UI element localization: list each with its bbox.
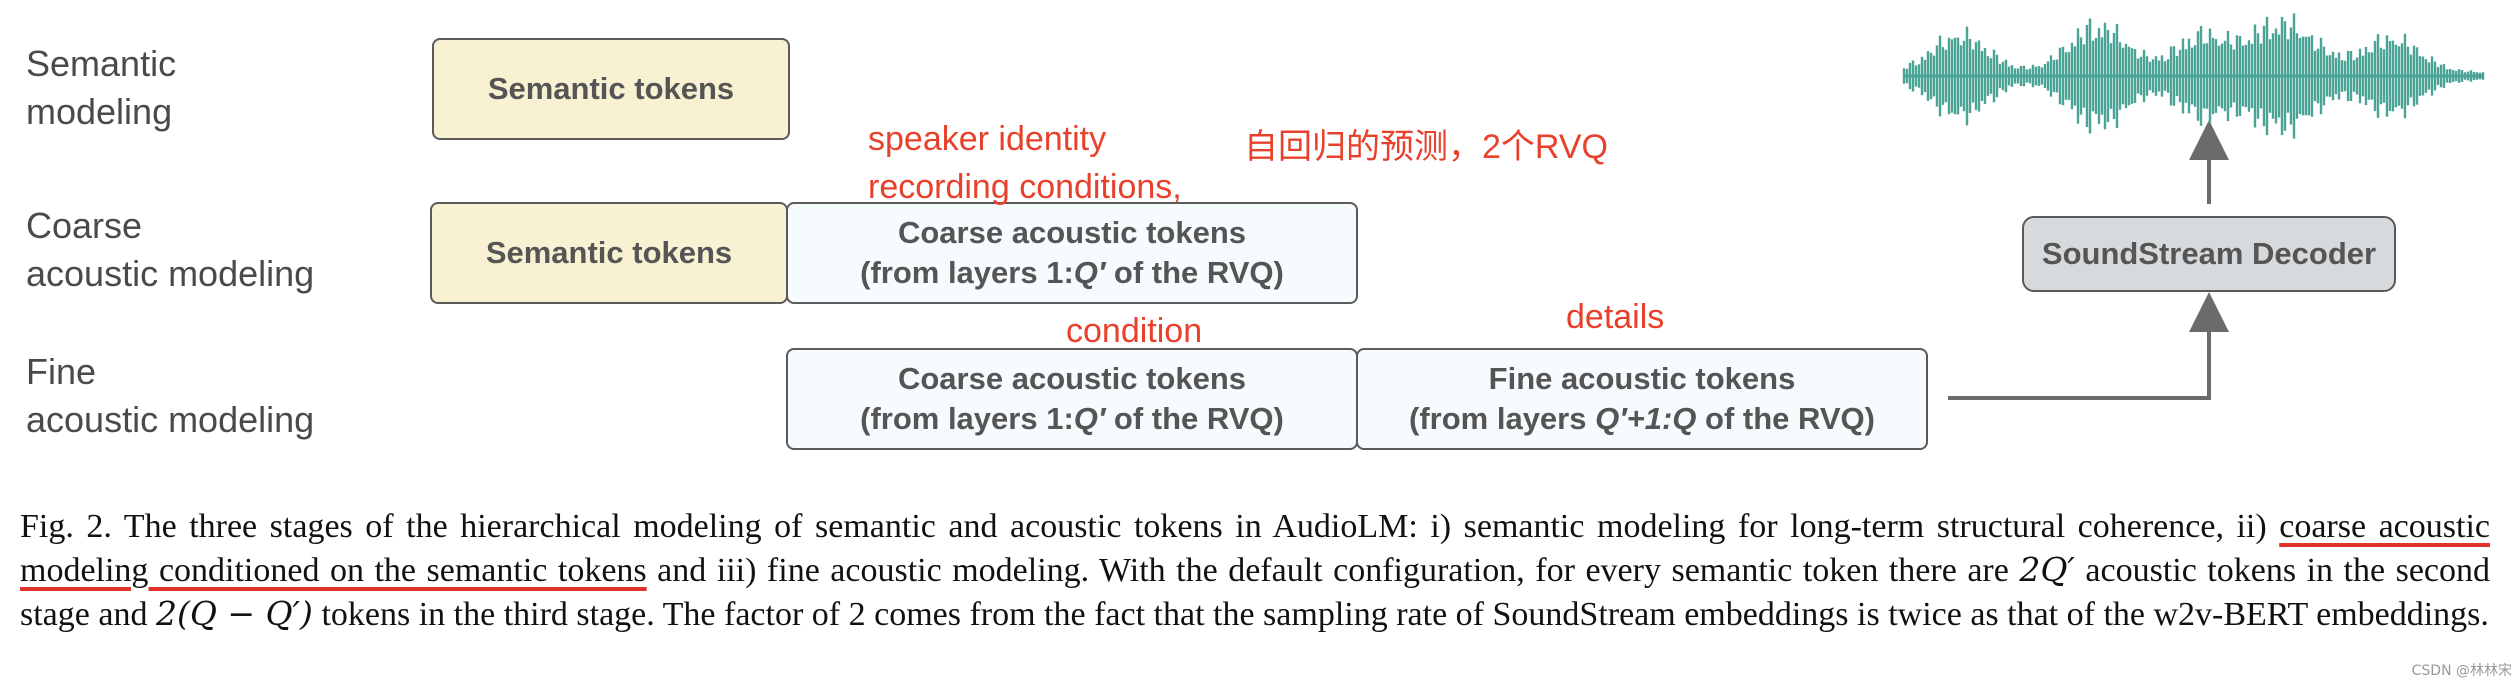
box-label-line2: (from layers 1:Q′ of the RVQ) — [860, 399, 1284, 439]
box-label-suffix: of the RVQ) — [1696, 401, 1875, 436]
fine-acoustic-tokens-box: Fine acoustic tokens (from layers Q′+1:Q… — [1356, 348, 1928, 450]
annotation-condition: condition — [1066, 312, 1203, 350]
box-label: SoundStream Decoder — [2041, 236, 2377, 271]
box-label-line2: (from layers 1:Q′ of the RVQ) — [860, 253, 1284, 293]
stage-label-line1: Semantic — [26, 43, 177, 84]
box-label-prefix: (from layers 1: — [860, 401, 1074, 436]
figure-caption: Fig. 2. The three stages of the hierarch… — [20, 505, 2490, 636]
box-label-variable: Q′ — [1073, 255, 1106, 290]
stage-label-line1: Coarse — [26, 205, 143, 246]
semantic-tokens-box: Semantic tokens — [430, 202, 788, 304]
box-label-line1: Fine acoustic tokens — [1488, 361, 1796, 396]
box-label: Semantic tokens — [487, 71, 735, 106]
box-label-line1: Coarse acoustic tokens — [897, 361, 1247, 396]
annotation-autoregressive: 自回归的预测，2个RVQ — [1244, 128, 1608, 166]
box-label-suffix: of the RVQ) — [1105, 255, 1284, 290]
coarse-acoustic-tokens-box: Coarse acoustic tokens (from layers 1:Q′… — [786, 202, 1358, 304]
box-label-variable: Q′ — [1073, 401, 1106, 436]
stage-label-line1: Fine — [26, 351, 97, 392]
stage-label-fine: Fine acoustic modeling — [26, 348, 314, 444]
stage-label-line2: acoustic modeling — [26, 399, 315, 440]
caption-math: 2Q′ — [2019, 550, 2075, 589]
box-label-suffix: of the RVQ) — [1105, 401, 1284, 436]
soundstream-decoder-box: SoundStream Decoder — [2022, 216, 2396, 292]
box-label-prefix: (from layers — [1409, 401, 1596, 436]
annotation-details: details — [1566, 298, 1665, 336]
semantic-tokens-box: Semantic tokens — [432, 38, 790, 140]
annotation-recording-conditions: recording conditions, — [868, 168, 1182, 206]
coarse-acoustic-tokens-box: Coarse acoustic tokens (from layers 1:Q′… — [786, 348, 1358, 450]
stage-label-semantic: Semantic modeling — [26, 40, 176, 136]
box-label-prefix: (from layers 1: — [860, 255, 1074, 290]
box-label-line2: (from layers Q′+1:Q of the RVQ) — [1409, 399, 1875, 439]
watermark: CSDN @林林宋 — [2411, 663, 2512, 679]
caption-math: 2(Q − Q′) — [155, 594, 313, 633]
caption-underlined-text: coarse acoustic modeling conditioned on … — [20, 508, 2490, 589]
annotation-speaker-identity: speaker identity — [868, 120, 1107, 158]
box-label: Semantic tokens — [485, 235, 733, 270]
box-label-variable: Q′+1:Q — [1595, 401, 1697, 436]
caption-text: tokens in the third stage. The factor of… — [312, 596, 2489, 633]
stage-label-line2: modeling — [26, 91, 173, 132]
caption-text: Fig. 2. The three stages of the hierarch… — [20, 508, 2280, 545]
stage-label-line2: acoustic modeling — [26, 253, 315, 294]
caption-text: acoustic tokens in the second stage and — [20, 552, 2491, 633]
caption-text: and iii) fine acoustic modeling. With th… — [646, 552, 2020, 589]
box-label-line1: Coarse acoustic tokens — [897, 215, 1247, 250]
fine-to-decoder-arrow — [1948, 292, 2229, 400]
audio-waveform-icon — [1902, 13, 2485, 139]
stage-label-coarse: Coarse acoustic modeling — [26, 202, 314, 298]
